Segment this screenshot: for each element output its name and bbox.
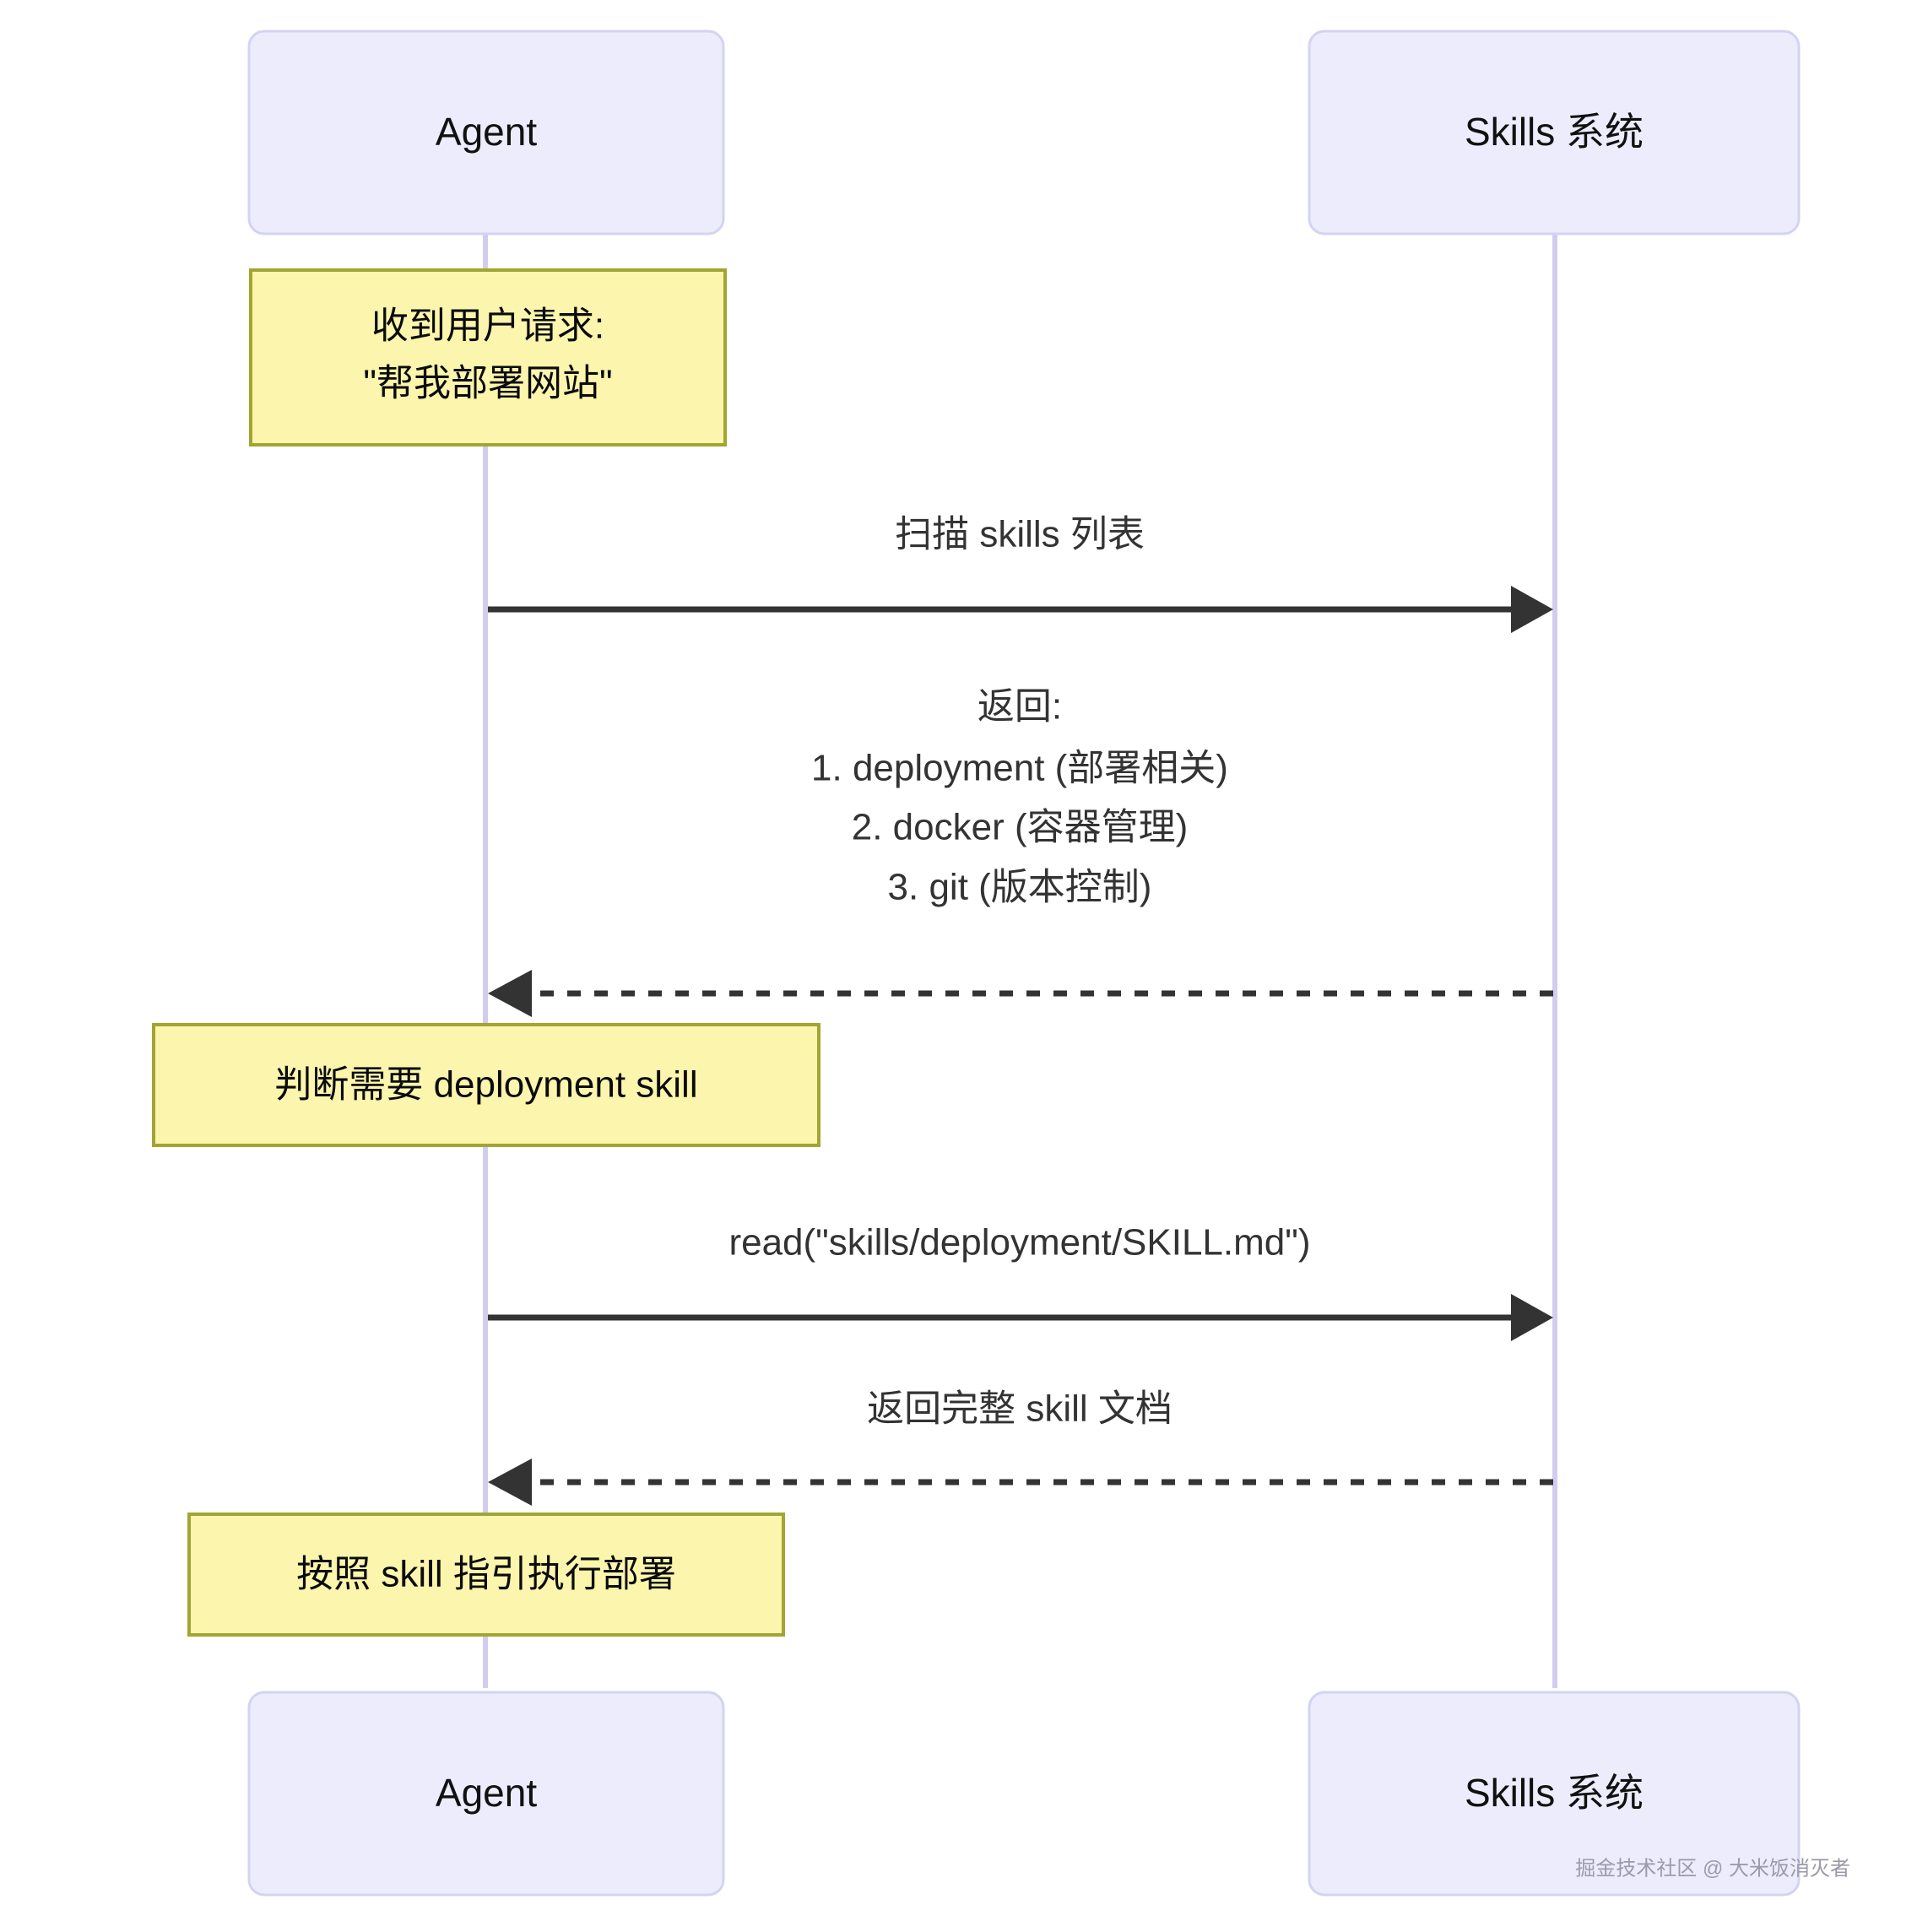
note-1-line-2: "帮我部署网站" xyxy=(363,363,612,404)
message-3-label: read("skills/deployment/SKILL.md") xyxy=(728,1222,1310,1264)
participant-label-agent-bottom: Agent xyxy=(436,1771,537,1815)
participant-box-agent-top[interactable] xyxy=(247,30,725,235)
note-3: 按照 skill 指引执行部署 xyxy=(187,1513,785,1637)
participant-agent-top[interactable]: Agent xyxy=(247,30,725,235)
note-box-3 xyxy=(187,1513,785,1637)
message-1-arrowhead xyxy=(1511,586,1553,633)
participant-label-agent-top: Agent xyxy=(436,110,537,154)
message-2-line-3: 2. docker (容器管理) xyxy=(852,807,1189,848)
note-1: 收到用户请求: "帮我部署网站" xyxy=(249,268,727,446)
message-2: 返回: 1. deployment (部署相关) 2. docker (容器管理… xyxy=(488,686,1553,1017)
note-3-line-1: 按照 skill 指引执行部署 xyxy=(296,1554,676,1595)
message-4-label: 返回完整 skill 文档 xyxy=(867,1388,1173,1430)
message-4: 返回完整 skill 文档 xyxy=(488,1388,1553,1506)
watermark-label: 掘金技术社区 @ 大米饭消灭者 xyxy=(1575,1857,1850,1880)
participant-label-skills-top: Skills 系统 xyxy=(1465,110,1644,154)
message-2-line-1: 返回: xyxy=(978,686,1062,728)
message-2-line-4: 3. git (版本控制) xyxy=(888,867,1152,908)
message-2-arrowhead xyxy=(488,970,532,1017)
message-1: 扫描 skills 列表 xyxy=(488,514,1553,633)
note-2-line-1: 判断需要 deployment skill xyxy=(274,1064,697,1106)
message-4-arrowhead xyxy=(488,1458,532,1506)
participant-skills-top[interactable]: Skills 系统 xyxy=(1308,30,1801,235)
lifelines xyxy=(483,232,1557,1688)
note-1-line-1: 收到用户请求: xyxy=(371,306,604,347)
message-1-label: 扫描 skills 列表 xyxy=(895,514,1145,555)
participant-skills-bottom[interactable]: Skills 系统 xyxy=(1308,1691,1801,1897)
participant-box-agent-bottom[interactable] xyxy=(247,1691,725,1897)
note-box-2 xyxy=(152,1023,820,1147)
note-box-1 xyxy=(249,268,727,446)
participant-box-skills-bottom[interactable] xyxy=(1308,1691,1801,1897)
note-2: 判断需要 deployment skill xyxy=(152,1023,820,1147)
message-2-line-2: 1. deployment (部署相关) xyxy=(811,748,1228,789)
message-3: read("skills/deployment/SKILL.md") xyxy=(488,1222,1553,1341)
participant-label-skills-bottom: Skills 系统 xyxy=(1465,1771,1644,1815)
participant-agent-bottom[interactable]: Agent xyxy=(247,1691,725,1897)
participant-box-skills-top[interactable] xyxy=(1308,30,1801,235)
message-3-arrowhead xyxy=(1511,1294,1553,1341)
